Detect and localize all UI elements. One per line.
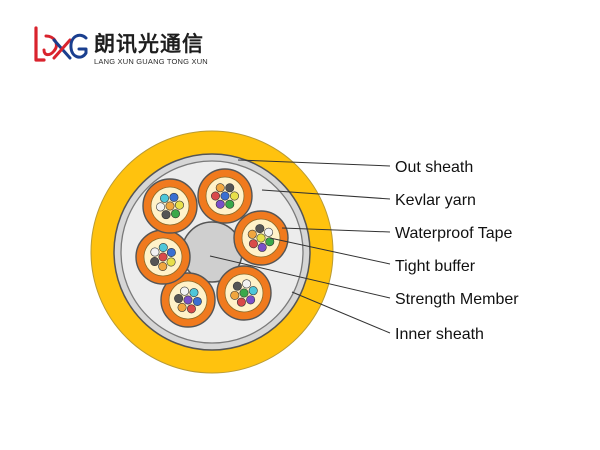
- fiber: [255, 224, 265, 234]
- fiber: [215, 199, 225, 209]
- leader-line-waterproof-tape: [281, 227, 391, 233]
- leader-line-out-sheath: [237, 159, 391, 167]
- label-tight-buffer: Tight buffer: [395, 258, 476, 275]
- fiber: [225, 183, 235, 193]
- brand-name-cn: 朗讯光通信: [94, 32, 204, 56]
- fiber: [174, 200, 184, 210]
- fiber: [158, 243, 168, 253]
- fiber: [236, 297, 246, 307]
- fiber: [159, 193, 169, 203]
- fiber: [166, 257, 176, 267]
- fiber: [158, 261, 168, 271]
- tight-buffer-unit: [135, 229, 191, 285]
- leader-line-inner-sheath: [291, 291, 391, 334]
- tight-buffer-group: [135, 168, 289, 328]
- fiber: [215, 183, 225, 193]
- leader-line-kevlar-yarn: [261, 189, 391, 200]
- fiber: [246, 295, 256, 305]
- fiber: [248, 286, 258, 296]
- tight-buffer-unit: [197, 168, 253, 224]
- fiber: [220, 191, 230, 201]
- fiber: [257, 242, 267, 252]
- label-waterproof-tape: Waterproof Tape: [395, 225, 513, 242]
- fiber: [180, 286, 190, 296]
- fiber: [232, 281, 242, 291]
- brand-logo: 朗讯光通信 LANG XUN GUANG TONG XUN: [30, 22, 230, 70]
- tight-buffer-unit: [142, 178, 198, 234]
- fiber: [230, 290, 240, 300]
- fiber: [264, 227, 274, 237]
- fiber: [150, 247, 160, 257]
- tight-buffer-unit: [233, 210, 289, 266]
- fiber: [247, 229, 257, 239]
- fiber: [230, 191, 240, 201]
- leader-line-tight-buffer: [269, 237, 391, 265]
- label-inner-sheath: Inner sheath: [395, 326, 484, 343]
- fiber: [265, 237, 275, 247]
- fiber: [242, 279, 252, 289]
- fiber: [174, 294, 184, 304]
- fiber: [192, 296, 202, 306]
- fiber: [183, 295, 193, 305]
- fiber: [189, 288, 199, 298]
- label-kevlar-yarn: Kevlar yarn: [395, 192, 476, 209]
- fiber: [177, 302, 187, 312]
- fiber: [171, 209, 181, 219]
- fiber: [161, 210, 171, 220]
- fiber: [166, 247, 176, 257]
- fiber: [248, 239, 258, 249]
- label-out-sheath: Out sheath: [395, 159, 473, 176]
- fiber: [211, 191, 221, 201]
- fiber: [156, 202, 166, 212]
- tight-buffer-unit: [160, 272, 216, 328]
- fiber: [165, 201, 175, 211]
- fiber: [186, 304, 196, 314]
- fiber: [150, 257, 160, 267]
- brand-name-en: LANG XUN GUANG TONG XUN: [94, 57, 208, 66]
- logo-mark-icon: [34, 26, 88, 62]
- fiber: [239, 288, 249, 298]
- leader-line-strength-member: [209, 255, 391, 299]
- fiber: [256, 233, 266, 243]
- fiber: [158, 252, 168, 262]
- fiber: [169, 192, 179, 202]
- tight-buffer-unit: [216, 265, 272, 321]
- fiber: [225, 199, 235, 209]
- label-strength-member: Strength Member: [395, 291, 519, 308]
